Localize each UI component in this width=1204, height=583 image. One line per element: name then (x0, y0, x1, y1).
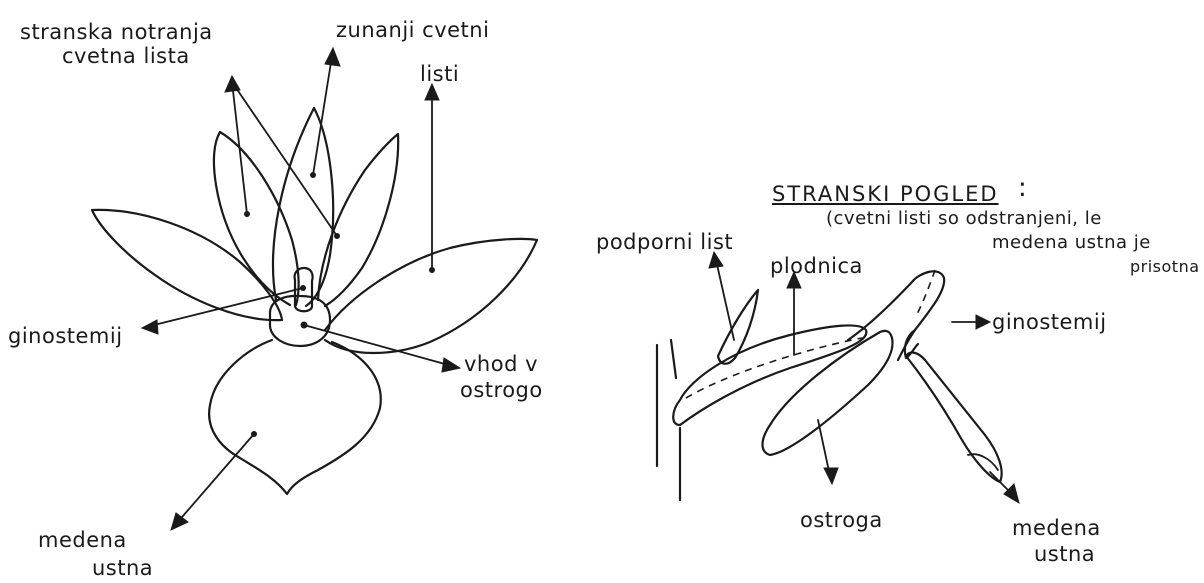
leader-vhod (304, 325, 452, 366)
arrowhead-medena-front (171, 513, 188, 530)
side-view-title: STRANSKI POGLED (772, 182, 999, 206)
top-outer-sepal (273, 108, 333, 306)
label-listi: listi (420, 62, 459, 86)
label-medena-side: medena (1012, 516, 1101, 540)
side-view-title-colon: : (1018, 176, 1027, 200)
side-note-line3: prisotna (1130, 256, 1200, 277)
leader-podporni (716, 260, 734, 340)
right-outer-sepal (325, 239, 537, 353)
spur (763, 331, 893, 455)
front-view-flower (92, 48, 537, 530)
label-medena-front: medena (38, 528, 127, 552)
label-zunanji-cvetni: zunanji cvetni (336, 18, 489, 42)
side-lip (906, 353, 1002, 482)
arrowhead-top-sepal (325, 48, 340, 66)
label-ustna-side: ustna (1034, 542, 1095, 566)
arrowhead-right-sepal (425, 84, 439, 100)
arrowhead-ginostemij (142, 320, 158, 334)
side-note-line2: medena ustna je (992, 232, 1151, 253)
side-note-line1: (cvetni listi so odstranjeni, le (826, 208, 1102, 229)
side-view-title-text: STRANSKI POGLED (772, 182, 999, 206)
leader-medena-front (176, 434, 254, 524)
label-stranska-notranja: stranska notranja (20, 20, 213, 44)
arrowhead-medena-side (1004, 484, 1019, 503)
label-vhod-v: vhod v (464, 352, 538, 376)
arrowhead-podporni (709, 252, 723, 268)
label-plodnica: plodnica (770, 254, 863, 278)
arrowhead-ginostemij-side (976, 315, 990, 329)
label-podporni-list: podporni list (596, 230, 733, 254)
stem-right-line (671, 340, 680, 500)
side-view-flower (657, 252, 1019, 503)
label-cvetna-lista: cvetna lista (62, 44, 190, 68)
label-ginostemij-front: ginostemij (8, 324, 123, 348)
ovary (673, 325, 866, 425)
label-ostrogo: ostrogo (460, 378, 543, 402)
labellum-lip (209, 340, 381, 494)
arrowhead-ostroga (824, 468, 838, 484)
arrowhead-vhod (442, 358, 460, 372)
label-ostroga: ostroga (800, 508, 883, 532)
left-outer-sepal (92, 210, 282, 320)
label-ginostemij-side: ginostemij (992, 310, 1107, 334)
label-ustna-front: ustna (92, 556, 153, 580)
arrowhead-petals (225, 76, 240, 92)
